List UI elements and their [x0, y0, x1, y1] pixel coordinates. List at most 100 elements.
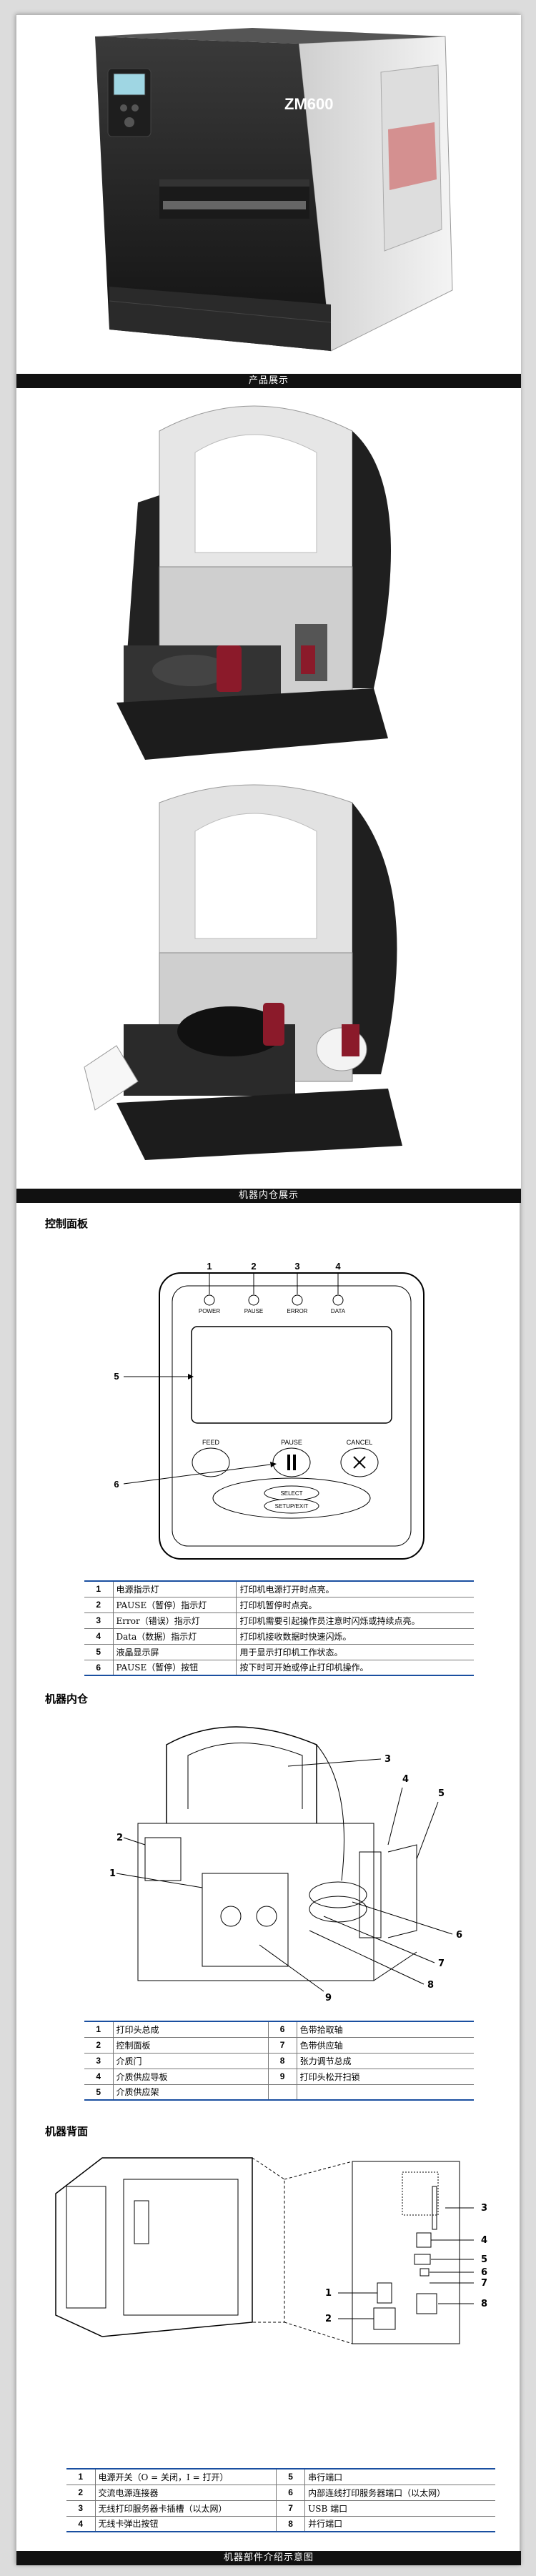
feed-label: FEED: [202, 1439, 220, 1446]
svg-text:6: 6: [114, 1479, 119, 1490]
cell-n2: 8: [276, 2516, 306, 2532]
cell-b: USB 端口: [304, 2500, 495, 2517]
product-photo: ZM600: [16, 15, 521, 374]
cell-name: Error（错误）指示灯: [113, 1613, 237, 1629]
cell-b: 串行端口: [304, 2468, 495, 2485]
led-label-power: POWER: [199, 1308, 220, 1314]
cell-n: 5: [84, 1644, 114, 1660]
svg-text:6: 6: [481, 2267, 487, 2278]
svg-text:9: 9: [325, 1993, 332, 2003]
cell-n: 3: [84, 1613, 114, 1629]
svg-text:2: 2: [116, 1833, 123, 1843]
cell-n: 4: [84, 1628, 114, 1645]
cell-n2: 6: [276, 2485, 306, 2501]
cell-name: PAUSE（暂停）按钮: [113, 1660, 237, 1676]
cell-n2: 9: [268, 2069, 297, 2085]
cell-n1: 4: [84, 2069, 114, 2085]
cell-a: 无线卡弹出按钮: [95, 2516, 277, 2532]
back-diagram: 3 4 5 6 7 8 1 2: [16, 2136, 521, 2351]
inside-photos: [16, 388, 521, 1189]
cell-b: 色带拾取轴: [297, 2021, 474, 2038]
control-panel-diagram: POWER PAUSE ERROR DATA 1 2 3 4 5 FEED: [16, 1230, 521, 1573]
cell-desc: 打印机电源打开时点亮。: [236, 1580, 474, 1597]
select-label: SELECT: [280, 1490, 302, 1497]
cell-name: 液晶显示屏: [113, 1644, 237, 1660]
cell-n2: 5: [276, 2468, 306, 2485]
svg-text:2: 2: [325, 2314, 332, 2324]
control-panel-title: 控制面板: [45, 1217, 89, 1230]
caption-parts: 机器部件介绍示意图: [16, 2551, 521, 2565]
cell-n1: 3: [84, 2053, 114, 2069]
svg-text:5: 5: [481, 2254, 487, 2265]
led-label-error: ERROR: [287, 1308, 308, 1314]
svg-text:4: 4: [481, 2235, 487, 2246]
svg-text:3: 3: [384, 1754, 391, 1765]
caption-inside: 机器内仓展示: [16, 1189, 521, 1203]
svg-text:1: 1: [109, 1868, 116, 1879]
cell-n: 2: [84, 1597, 114, 1613]
cell-name: PAUSE（暂停）指示灯: [113, 1597, 237, 1613]
led-label-pause: PAUSE: [244, 1308, 264, 1314]
cell-n2: 7: [276, 2500, 306, 2517]
inner-title: 机器内仓: [45, 1693, 89, 1705]
cell-n1: 2: [84, 2037, 114, 2054]
cell-n1: 1: [66, 2468, 96, 2485]
cell-name: 电源指示灯: [113, 1580, 237, 1597]
cell-n1: 3: [66, 2500, 96, 2517]
cell-n1: 4: [66, 2516, 96, 2532]
cell-n: 6: [84, 1660, 114, 1676]
svg-text:7: 7: [481, 2278, 487, 2289]
cell-a: 控制面板: [113, 2037, 269, 2054]
svg-text:7: 7: [438, 1958, 445, 1969]
cell-a: 无线打印服务器卡插槽（以太网）: [95, 2500, 277, 2517]
cell-n1: 5: [84, 2084, 114, 2101]
cell-n1: 2: [66, 2485, 96, 2501]
svg-text:5: 5: [114, 1371, 119, 1382]
back-title: 机器背面: [45, 2125, 89, 2138]
inner-diagram: 1 2 3 4 5 6 7 8 9: [16, 1702, 521, 2016]
cell-a: 交流电源连接器: [95, 2485, 277, 2501]
svg-text:2: 2: [251, 1261, 256, 1272]
cell-n2: 6: [268, 2021, 297, 2038]
cell-desc: 按下时可开始或停止打印机操作。: [236, 1660, 474, 1676]
cell-n2: [268, 2084, 297, 2101]
cell-a: 介质门: [113, 2053, 269, 2069]
cell-n2: 7: [268, 2037, 297, 2054]
cancel-label: CANCEL: [347, 1439, 373, 1446]
cell-n1: 1: [84, 2021, 114, 2038]
cell-a: 打印头总成: [113, 2021, 269, 2038]
cell-b: 并行端口: [304, 2516, 495, 2532]
svg-text:3: 3: [481, 2203, 487, 2214]
svg-text:6: 6: [456, 1930, 462, 1941]
cell-b: [297, 2084, 474, 2101]
cell-b: 色带供应轴: [297, 2037, 474, 2054]
cell-b: 张力调节总成: [297, 2053, 474, 2069]
svg-text:1: 1: [325, 2288, 332, 2299]
inside-photo-1: [116, 405, 391, 760]
cell-b: 打印头松开扫锁: [297, 2069, 474, 2085]
cell-desc: 打印机接收数据时快速闪烁。: [236, 1628, 474, 1645]
cell-desc: 打印机暂停时点亮。: [236, 1597, 474, 1613]
cell-name: Data（数据）指示灯: [113, 1628, 237, 1645]
cell-b: 内部连线打印服务器端口（以太网）: [304, 2485, 495, 2501]
pause-label: PAUSE: [281, 1439, 302, 1446]
cell-a: 介质供应导板: [113, 2069, 269, 2085]
